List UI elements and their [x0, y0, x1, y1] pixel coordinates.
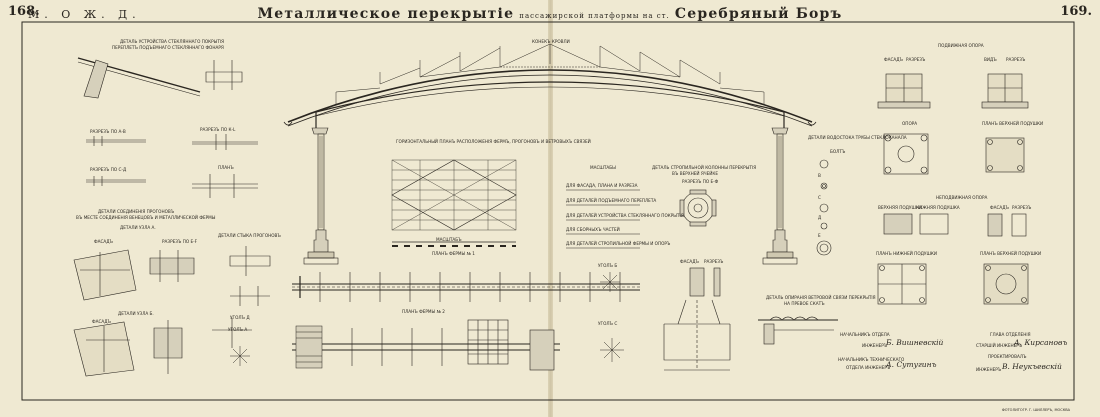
plan-upper-label-2: ПЛАНЪ ВЕРХНЕЙ ПОДУШКИ [980, 251, 1042, 256]
scale-1-label: ДЛЯ ФАСАДА, ПЛАНА И РАЗРЕЗА [566, 183, 638, 188]
truss-node-label: ДЕТАЛИ СТЫКА ПРОГОНОВЪ [218, 233, 281, 238]
scale-4-label: ДЛЯ СБОРНЫХЪ ЧАСТЕЙ [566, 227, 620, 232]
tech-title-line2: ОТДЕЛА ИНЖЕНЕРЪ [846, 365, 891, 370]
ring-b-label: В [818, 173, 821, 178]
scale-5-label: ДЛЯ ДЕТАЛЕЙ СТРОПИЛЬНОЙ ФЕРМЫ И ОПОРЪ [566, 241, 671, 246]
section-cd-label: РАЗРЕЗЪ ПО С-Д [90, 167, 127, 172]
column-base-section [663, 267, 731, 371]
rosette-nodes [230, 272, 624, 366]
left-cast-iron-column [303, 127, 339, 265]
gusset-b-label: УГОЛЪ Б [598, 263, 618, 268]
gusset-c-label: УГОЛЪ С [598, 321, 618, 326]
tech-title-line1: НАЧАЛЬНИКЪ ТЕХНИЧЕСКАГО [838, 357, 905, 362]
truss-plan-1 [292, 272, 640, 302]
fixed-support-title: НЕПОДВИЖНАЯ ОПОРА [936, 195, 988, 200]
bolt-label: БОЛТЪ [830, 149, 846, 154]
section-kl-label: РАЗРЕЗЪ ПО К-L [200, 127, 236, 132]
bolt-detail-label: ДЕТАЛИ ВОДОСТОКА ТРУБЫ СТЕКЛОКАНАЛА [808, 135, 907, 140]
support-detail-subtitle: НА ПРЕВОЕ СКАТЪ [784, 301, 825, 306]
movable-section-label: РАЗРЕЗЪ [906, 57, 926, 62]
dept-head-title: ГЛАВА ОТДЕЛЕНIЯ [990, 332, 1031, 337]
purlins-detail-subtitle: ВЪ МЕСТЕ СОЕДИНЕНIЯ ВЕНЕЦОВЪ И МЕТАЛЛИЧЕ… [76, 215, 216, 220]
left-detail-drawings [73, 57, 271, 377]
movable-facade-label: ФАСАДЪ [884, 57, 904, 62]
movable-support-title: ПОДВИЖНАЯ ОПОРА [938, 43, 984, 48]
arched-truss-elevation [283, 43, 817, 132]
movable-view-label: ВИДЪ [984, 57, 997, 62]
fixed-section-label: РАЗРЕЗЪ [1012, 205, 1032, 210]
tech-signature: А. Сутугинъ [886, 360, 937, 369]
column-facade-label: ФАСАДЪ [680, 259, 700, 264]
column-top-title: ДЕТАЛЬ СТРОПИЛЬНОЙ КОЛОННЫ ПЕРЕКРЫТIЯ [652, 165, 757, 170]
section-ef-label: РАЗРЕЗЪ ПО Е-F [162, 239, 198, 244]
title-main: Металлическое перекрытiе [257, 6, 515, 22]
designer-signature: В. Неукъевскiй [1002, 362, 1062, 371]
scale-label: МАСШТАБЪ [436, 237, 462, 242]
facade-label-2: ФАСАДЪ [92, 319, 112, 324]
right-ring-details [816, 159, 832, 256]
column-top-subtitle: ВЪ ВЕРХНЕЙ ЯЧЕЙКЕ [672, 171, 719, 176]
book-gutter [548, 0, 553, 417]
plan-truss-2-label: ПЛАНЪ ФЕРМЫ № 2 [402, 309, 445, 314]
right-cast-iron-column [762, 127, 798, 265]
facade-label-1: ФАСАДЪ [94, 239, 114, 244]
node-b-label: ДЕТАЛИ УЗЛА Б. [118, 311, 154, 316]
scale-3-label: ДЛЯ ДЕТАЛЕЙ УСТРОЙСТВА СТЕКЛЯННАГО ПОКРЫ… [566, 213, 684, 218]
ring-d-label: Д [818, 215, 822, 220]
column-section-label-2: РАЗРЕЗЪ [704, 259, 724, 264]
glazing-plan-title: ГОРИЗОНТАЛЬНЫЙ ПЛАНЪ РАСПОЛОЖЕНIЯ ФЕРМЪ,… [396, 139, 591, 144]
printer-credit: ФОТОЛИТОГР. Г. ШИЛЛЕРЪ, МОСКВА [1001, 408, 1070, 412]
movable-section-label-2: РАЗРЕЗЪ [1006, 57, 1026, 62]
plan-upper-label: ПЛАНЪ ВЕРХНЕЙ ПОДУШКИ [982, 121, 1044, 126]
plan-label: ПЛАНЪ [218, 165, 234, 170]
column-section-label: РАЗРЕЗЪ ПО Е-Ф [682, 179, 719, 184]
chief-signature: Б. Вишневскiй [886, 338, 944, 347]
fixed-support-drawings [877, 213, 1029, 305]
title-station: Серебряный Боръ [674, 6, 843, 22]
senior-engineer-role: СТАРШIЙ ИНЖЕНЕРЪ [976, 343, 1023, 348]
ring-c-label: С [818, 195, 821, 200]
upper-pad-label: ВЕРХНЯЯ ПОДУШКА [878, 205, 922, 210]
gusset-d-label: УГОЛЪ Д [230, 315, 250, 320]
railway-code: М. О Ж. Д. [28, 8, 141, 21]
ridge-label: КОНЕКЪ КРОВЛИ [532, 39, 570, 44]
right-page-number: 169. [1060, 4, 1092, 19]
support-label: ОПОРА [902, 121, 918, 126]
designer-title: ПРОЕКТИРОВАЛЪ [988, 354, 1027, 359]
sheet-frame [21, 21, 1075, 401]
truss-plan-2 [292, 319, 560, 371]
scales-title: МАСШТАБЫ [590, 165, 616, 170]
support-detail-title: ДЕТАЛЬ ОПИРАНIЯ ВЕТРОВОЙ СВЯЗИ ПЕРЕКРЫТI… [766, 295, 876, 300]
ring-e-label: Е [818, 233, 821, 238]
scale-bars [566, 189, 640, 249]
wind-brace-support-detail [758, 316, 838, 345]
left-page-number: 168. [8, 4, 40, 19]
movable-support-drawings [877, 73, 1029, 175]
roof-glazing-detail-title: ДЕТАЛЬ УСТРОЙСТВА СТЕКЛЯННАГО ПОКРЫТIЯ [120, 39, 225, 44]
title-sub: пассажирской платформы на ст. [519, 12, 670, 20]
sheet-title: Металлическое перекрытiе пассажирской пл… [0, 3, 1100, 22]
roof-glazing-detail-subtitle: ПЕРЕПЛЕТЪ ПОДЪЕМНАГО СТЕКЛЯННАГО ФОНАРЯ [112, 45, 224, 50]
glazing-plan-grid [391, 159, 517, 247]
lower-pad-label: НИЖНЯЯ ПОДУШКА [916, 205, 960, 210]
gusset-a-label: УГОЛЪ А [228, 327, 248, 332]
chief-role: ИНЖЕНЕРЪ [862, 343, 888, 348]
plan-lower-label: ПЛАНЪ НИЖНЕЙ ПОДУШКИ [876, 251, 938, 256]
column-top-ring-detail [679, 189, 717, 227]
node-a-label: ДЕТАЛИ УЗЛА А. [120, 225, 156, 230]
senior-signature: А. Кирсановъ [1014, 338, 1068, 347]
scale-2-label: ДЛЯ ДЕТАЛЕЙ ПОДЪЕМНАГО ПЕРЕПЛЕТА [566, 198, 657, 203]
plan-truss-1-label: ПЛАНЪ ФЕРМЫ № 1 [432, 251, 475, 256]
purlins-detail-title: ДЕТАЛИ СОЕДИНЕНIЯ ПРОГОНОВЪ [98, 209, 175, 214]
section-ab-label: РАЗРЕЗЪ ПО А-В [90, 129, 126, 134]
chief-title: НАЧАЛЬНИКЪ ОТДЕЛА [840, 332, 890, 337]
fixed-facade-label: ФАСАДЪ [990, 205, 1010, 210]
designer-role: ИНЖЕНЕРЪ [976, 367, 1002, 372]
